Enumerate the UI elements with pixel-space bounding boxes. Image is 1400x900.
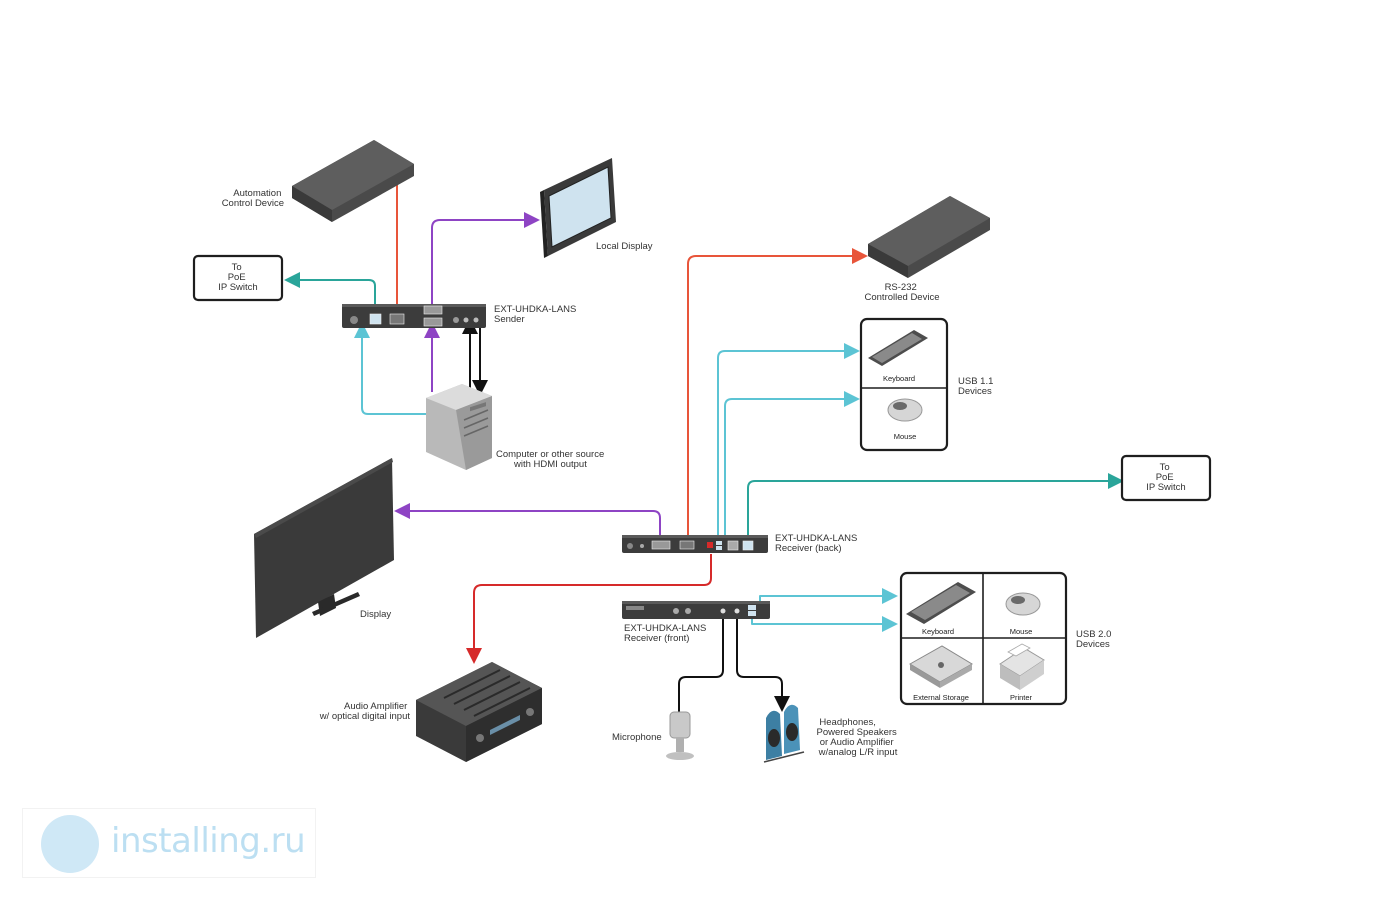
headphones-label-1: Headphones, — [819, 717, 876, 728]
poe-switch-right-label: To PoE IP Switch — [1146, 462, 1185, 493]
display-label: Display — [360, 609, 391, 620]
cable-usb20-b — [751, 612, 898, 632]
printer-icon — [999, 643, 1045, 690]
usb20-label-1: USB 2.0 — [1076, 629, 1111, 640]
poe-switch-right-box — [1120, 454, 1212, 502]
computer-label-2: with HDMI output — [513, 459, 587, 470]
headphones-label-2: Powered Speakers — [817, 727, 898, 738]
usb11-keyboard-icon — [868, 330, 928, 366]
rs232-label: RS-232 Controlled Device — [865, 282, 940, 303]
amplifier-label-2: w/ optical digital input — [319, 711, 411, 722]
cable-display-hdmi — [394, 503, 661, 538]
usb11-label: USB 1.1 Devices — [958, 376, 996, 397]
cable-local-display-hdmi — [431, 212, 540, 308]
sender-label-2: Sender — [494, 314, 525, 325]
usb20-keyboard-icon — [906, 582, 976, 624]
receiver-back-label-2: Receiver (back) — [775, 543, 842, 554]
sender-label-1: EXT-UHDKA-LANS — [494, 304, 576, 315]
local-display-label: Local Display — [596, 241, 653, 252]
computer-label: Computer or other source with HDMI outpu… — [496, 449, 607, 470]
poe-switch-left-label: To PoE IP Switch — [218, 262, 257, 293]
microphone-icon — [666, 711, 694, 760]
sender-label: EXT-UHDKA-LANS Sender — [494, 304, 579, 325]
usb11-label-2: Devices — [958, 386, 992, 397]
automation-control-device — [292, 140, 414, 222]
poe-right-line-3: IP Switch — [1146, 482, 1185, 493]
receiver-back-label-1: EXT-UHDKA-LANS — [775, 533, 857, 544]
receiver-front-label-1: EXT-UHDKA-LANS — [624, 623, 706, 634]
usb20-mouse-label: Mouse — [1010, 627, 1033, 636]
usb20-keyboard-label: Keyboard — [922, 627, 954, 636]
rs232-label-1: RS-232 — [885, 282, 917, 293]
cable-usb11-keyboard — [717, 343, 860, 538]
local-display-monitor — [540, 158, 616, 258]
cable-computer-usb — [354, 322, 426, 415]
receiver-front-label: EXT-UHDKA-LANS Receiver (front) — [624, 623, 709, 644]
usb20-label-2: Devices — [1076, 639, 1110, 650]
automation-label-1: Automation — [233, 188, 281, 199]
headphones-label-3: or Audio Amplifier — [820, 737, 894, 748]
receiver-front-unit — [622, 601, 770, 619]
receiver-back-unit — [622, 535, 768, 553]
cable-receiver-ethernet — [747, 473, 1124, 538]
cable-rs232-device — [687, 248, 868, 538]
sender-unit — [342, 304, 486, 328]
usb20-mouse-icon — [1005, 592, 1041, 616]
poe-right-line-1: To — [1160, 462, 1170, 473]
speakers-icon — [763, 704, 805, 763]
audio-amplifier — [416, 662, 542, 762]
cables — [284, 178, 1124, 712]
headphones-label: Headphones, Powered Speakers or Audio Am… — [817, 717, 900, 758]
cable-sender-ethernet — [284, 272, 376, 318]
printer-label: Printer — [1010, 693, 1033, 702]
cable-usb11-mouse — [724, 391, 860, 538]
rs232-controlled-device — [868, 196, 990, 278]
watermark-text: installing.ru — [111, 821, 306, 861]
computer-label-1: Computer or other source — [496, 449, 604, 460]
usb11-keyboard-label: Keyboard — [883, 374, 915, 383]
cable-microphone — [678, 612, 724, 712]
usb20-label: USB 2.0 Devices — [1076, 629, 1114, 650]
rs232-label-2: Controlled Device — [865, 292, 940, 303]
cable-usb20-a — [759, 588, 898, 608]
receiver-back-label: EXT-UHDKA-LANS Receiver (back) — [775, 533, 860, 554]
amplifier-label: Audio Amplifier w/ optical digital input — [319, 701, 411, 722]
headphones-label-4: w/analog L/R input — [818, 747, 898, 758]
cable-optical-amplifier — [466, 554, 712, 664]
amplifier-label-1: Audio Amplifier — [344, 701, 407, 712]
usb11-label-1: USB 1.1 — [958, 376, 993, 387]
poe-left-line-1: To — [232, 262, 242, 273]
microphone-label: Microphone — [612, 732, 662, 743]
automation-label: Automation Control Device — [222, 188, 284, 209]
external-storage-icon — [909, 645, 973, 688]
external-storage-label: External Storage — [913, 693, 969, 702]
watermark: installing.ru — [22, 808, 316, 878]
usb11-mouse-label: Mouse — [894, 432, 917, 441]
watermark-logo-icon — [41, 815, 99, 873]
computer-tower — [426, 384, 492, 470]
poe-switch-left-box — [192, 254, 284, 302]
receiver-front-label-2: Receiver (front) — [624, 633, 689, 644]
poe-right-line-2: PoE — [1156, 472, 1174, 483]
usb11-mouse-icon — [887, 398, 923, 422]
poe-left-line-2: PoE — [228, 272, 246, 283]
poe-left-line-3: IP Switch — [218, 282, 257, 293]
cable-headphones — [736, 612, 790, 712]
display-tv — [254, 458, 394, 638]
automation-label-2: Control Device — [222, 198, 284, 209]
